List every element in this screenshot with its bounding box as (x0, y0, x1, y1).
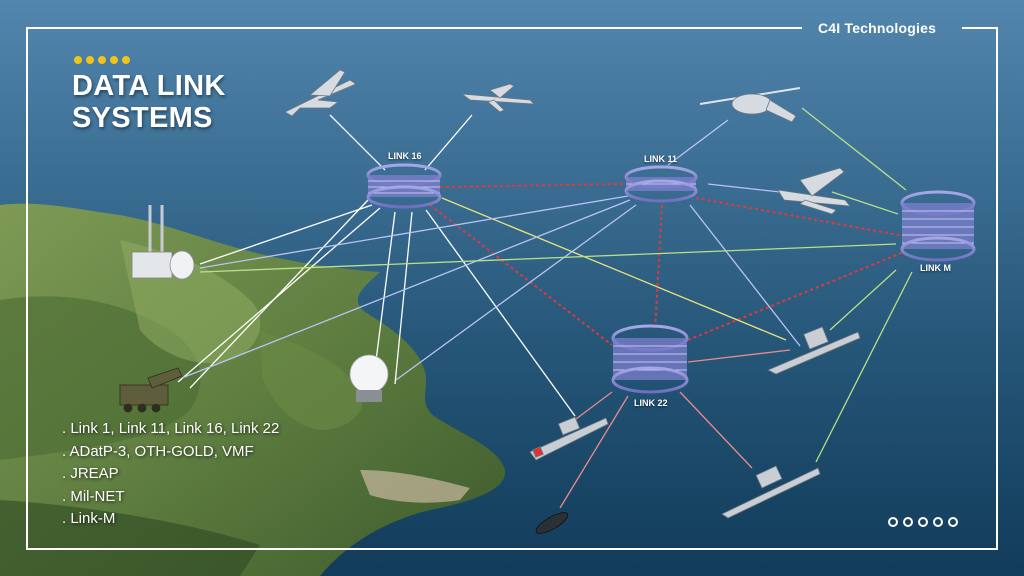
frame-top-left (26, 27, 802, 29)
pager-dot-1[interactable] (888, 517, 898, 527)
protocol-item: . Link 1, Link 11, Link 16, Link 22 (62, 420, 280, 437)
accent-dot (74, 56, 82, 64)
helicopter-icon (699, 87, 801, 123)
pager-dot-3[interactable] (918, 517, 928, 527)
title-line-2: SYSTEMS (72, 102, 213, 134)
frame-left (26, 27, 28, 550)
accent-dot (122, 56, 130, 64)
missile-launcher-icon (119, 367, 183, 413)
link11-label: LINK 11 (644, 154, 678, 164)
drone-icon (460, 83, 536, 113)
pager-dot-2[interactable] (903, 517, 913, 527)
accent-dot (110, 56, 118, 64)
protocol-item: . ADatP-3, OTH-GOLD, VMF (62, 442, 254, 460)
protocol-item: . Mil-NET (62, 487, 125, 505)
pager-dot-5[interactable] (948, 517, 958, 527)
frame-right (996, 27, 998, 550)
brand-logo: C4I Technologies (818, 20, 937, 36)
title-accent-dots (74, 56, 130, 64)
fighter-jet-icon (284, 69, 357, 117)
coastline-terrain (0, 203, 506, 576)
link16-node[interactable] (366, 163, 442, 209)
protocol-list: . Link 1, Link 11, Link 16, Link 22 . AD… (62, 418, 279, 531)
linkm-node[interactable] (900, 190, 976, 262)
link11-node[interactable] (624, 165, 698, 203)
title-line-1: DATA LINK (72, 70, 226, 102)
accent-dot (86, 56, 94, 64)
link22-label: LINK 22 (634, 398, 668, 408)
linkm-label: LINK M (920, 263, 951, 273)
transport-aircraft-icon (777, 167, 851, 215)
connection-lines (177, 107, 913, 509)
destroyer-icon (721, 465, 821, 519)
small-boat-icon (535, 512, 569, 534)
frame-bottom (26, 548, 998, 550)
frigate-icon (767, 326, 861, 375)
link22-node[interactable] (611, 324, 689, 394)
pager-dot-4[interactable] (933, 517, 943, 527)
patrol-ship-icon (529, 416, 609, 461)
protocol-item: . JREAP (62, 465, 119, 482)
accent-dot (98, 56, 106, 64)
radar-dome-icon (349, 354, 389, 402)
ground-station-icon (131, 205, 195, 280)
page-title: DATA LINK SYSTEMS (72, 70, 226, 134)
slide-pager (888, 517, 958, 527)
link16-label: LINK 16 (388, 151, 422, 161)
frame-top-right (962, 27, 998, 29)
protocol-item: . Link-M (62, 510, 116, 527)
